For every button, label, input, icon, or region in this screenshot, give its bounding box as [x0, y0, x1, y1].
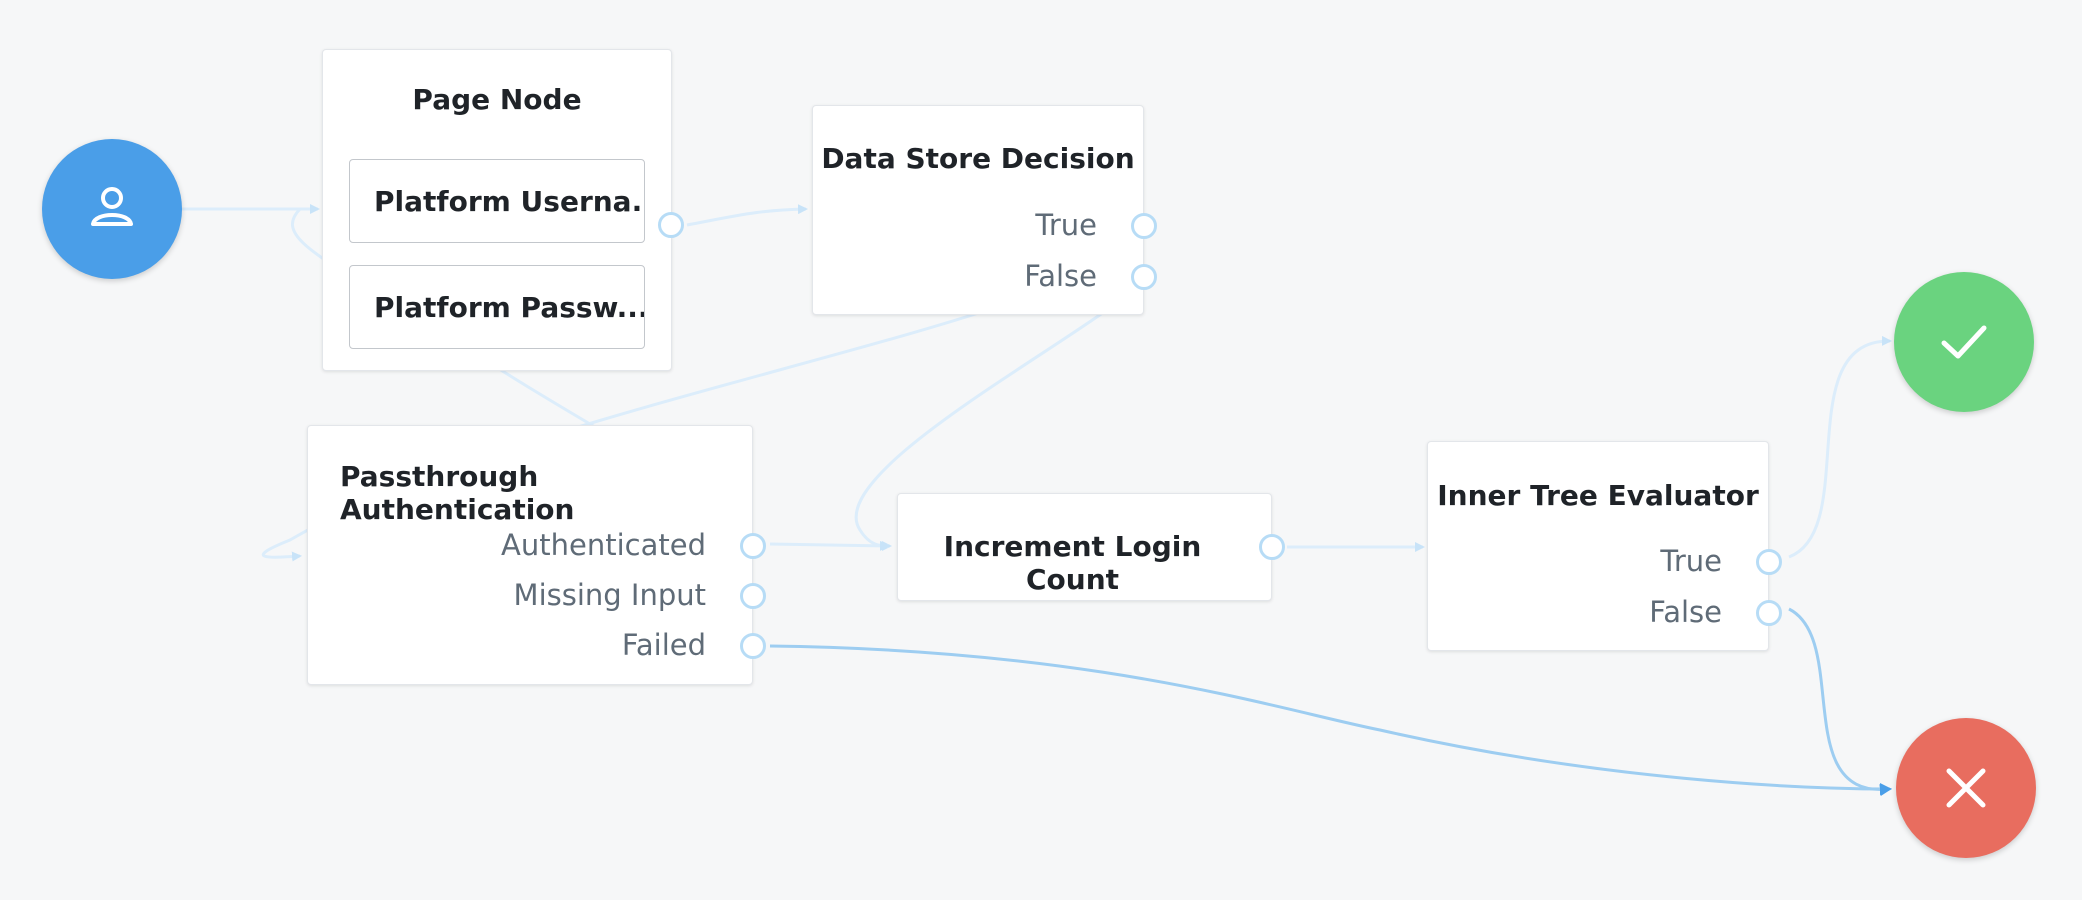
- page-node-output-port[interactable]: [658, 212, 684, 238]
- data-store-false-label: False: [1024, 259, 1097, 293]
- checkmark-icon: [1941, 325, 1987, 359]
- person-icon: [91, 187, 133, 226]
- edge-authenticated-to-increment: [769, 540, 890, 551]
- failed-port[interactable]: [740, 633, 766, 659]
- start-node[interactable]: [42, 139, 182, 279]
- platform-password-node[interactable]: Platform Passw...: [349, 265, 645, 349]
- missing-input-label: Missing Input: [513, 578, 706, 612]
- data-store-decision-title: Data Store Decision: [821, 142, 1135, 175]
- page-node[interactable]: Page Node Platform Userna... Platform Pa…: [322, 49, 684, 371]
- data-store-false-port[interactable]: [1131, 264, 1157, 290]
- page-node-title: Page Node: [412, 83, 582, 116]
- increment-login-count-node[interactable]: Increment Login Count: [897, 493, 1285, 601]
- inner-tree-false-label: False: [1649, 595, 1722, 629]
- authenticated-port[interactable]: [740, 533, 766, 559]
- data-store-decision-node[interactable]: Data Store Decision True False: [812, 105, 1157, 315]
- authenticated-label: Authenticated: [501, 528, 706, 562]
- edge-failed-to-failure: [769, 644, 1892, 795]
- close-icon: [1946, 768, 1986, 808]
- missing-input-port[interactable]: [740, 583, 766, 609]
- inner-tree-evaluator-title: Inner Tree Evaluator: [1437, 479, 1759, 512]
- edge-inner-tree-true-to-success: [1788, 335, 1892, 559]
- passthrough-authentication-title: Passthrough Authentication: [340, 460, 575, 526]
- data-store-true-label: True: [1035, 208, 1097, 242]
- increment-login-count-title: Increment Login Count: [943, 530, 1202, 596]
- inner-tree-false-port[interactable]: [1756, 600, 1782, 626]
- data-store-true-port[interactable]: [1131, 213, 1157, 239]
- passthrough-authentication-node[interactable]: Passthrough Authentication Authenticated…: [307, 425, 766, 685]
- failure-node[interactable]: [1896, 718, 2036, 858]
- inner-tree-true-label: True: [1660, 544, 1722, 578]
- edge-inner-tree-false-to-failure: [1788, 607, 1892, 797]
- edge-page-node-to-data-store: [686, 204, 808, 227]
- failed-label: Failed: [621, 628, 706, 662]
- inner-tree-evaluator-node[interactable]: Inner Tree Evaluator True False: [1427, 441, 1782, 651]
- platform-username-node[interactable]: Platform Userna...: [349, 159, 645, 243]
- success-node[interactable]: [1894, 272, 2034, 412]
- increment-login-count-output-port[interactable]: [1259, 534, 1285, 560]
- inner-tree-true-port[interactable]: [1756, 549, 1782, 575]
